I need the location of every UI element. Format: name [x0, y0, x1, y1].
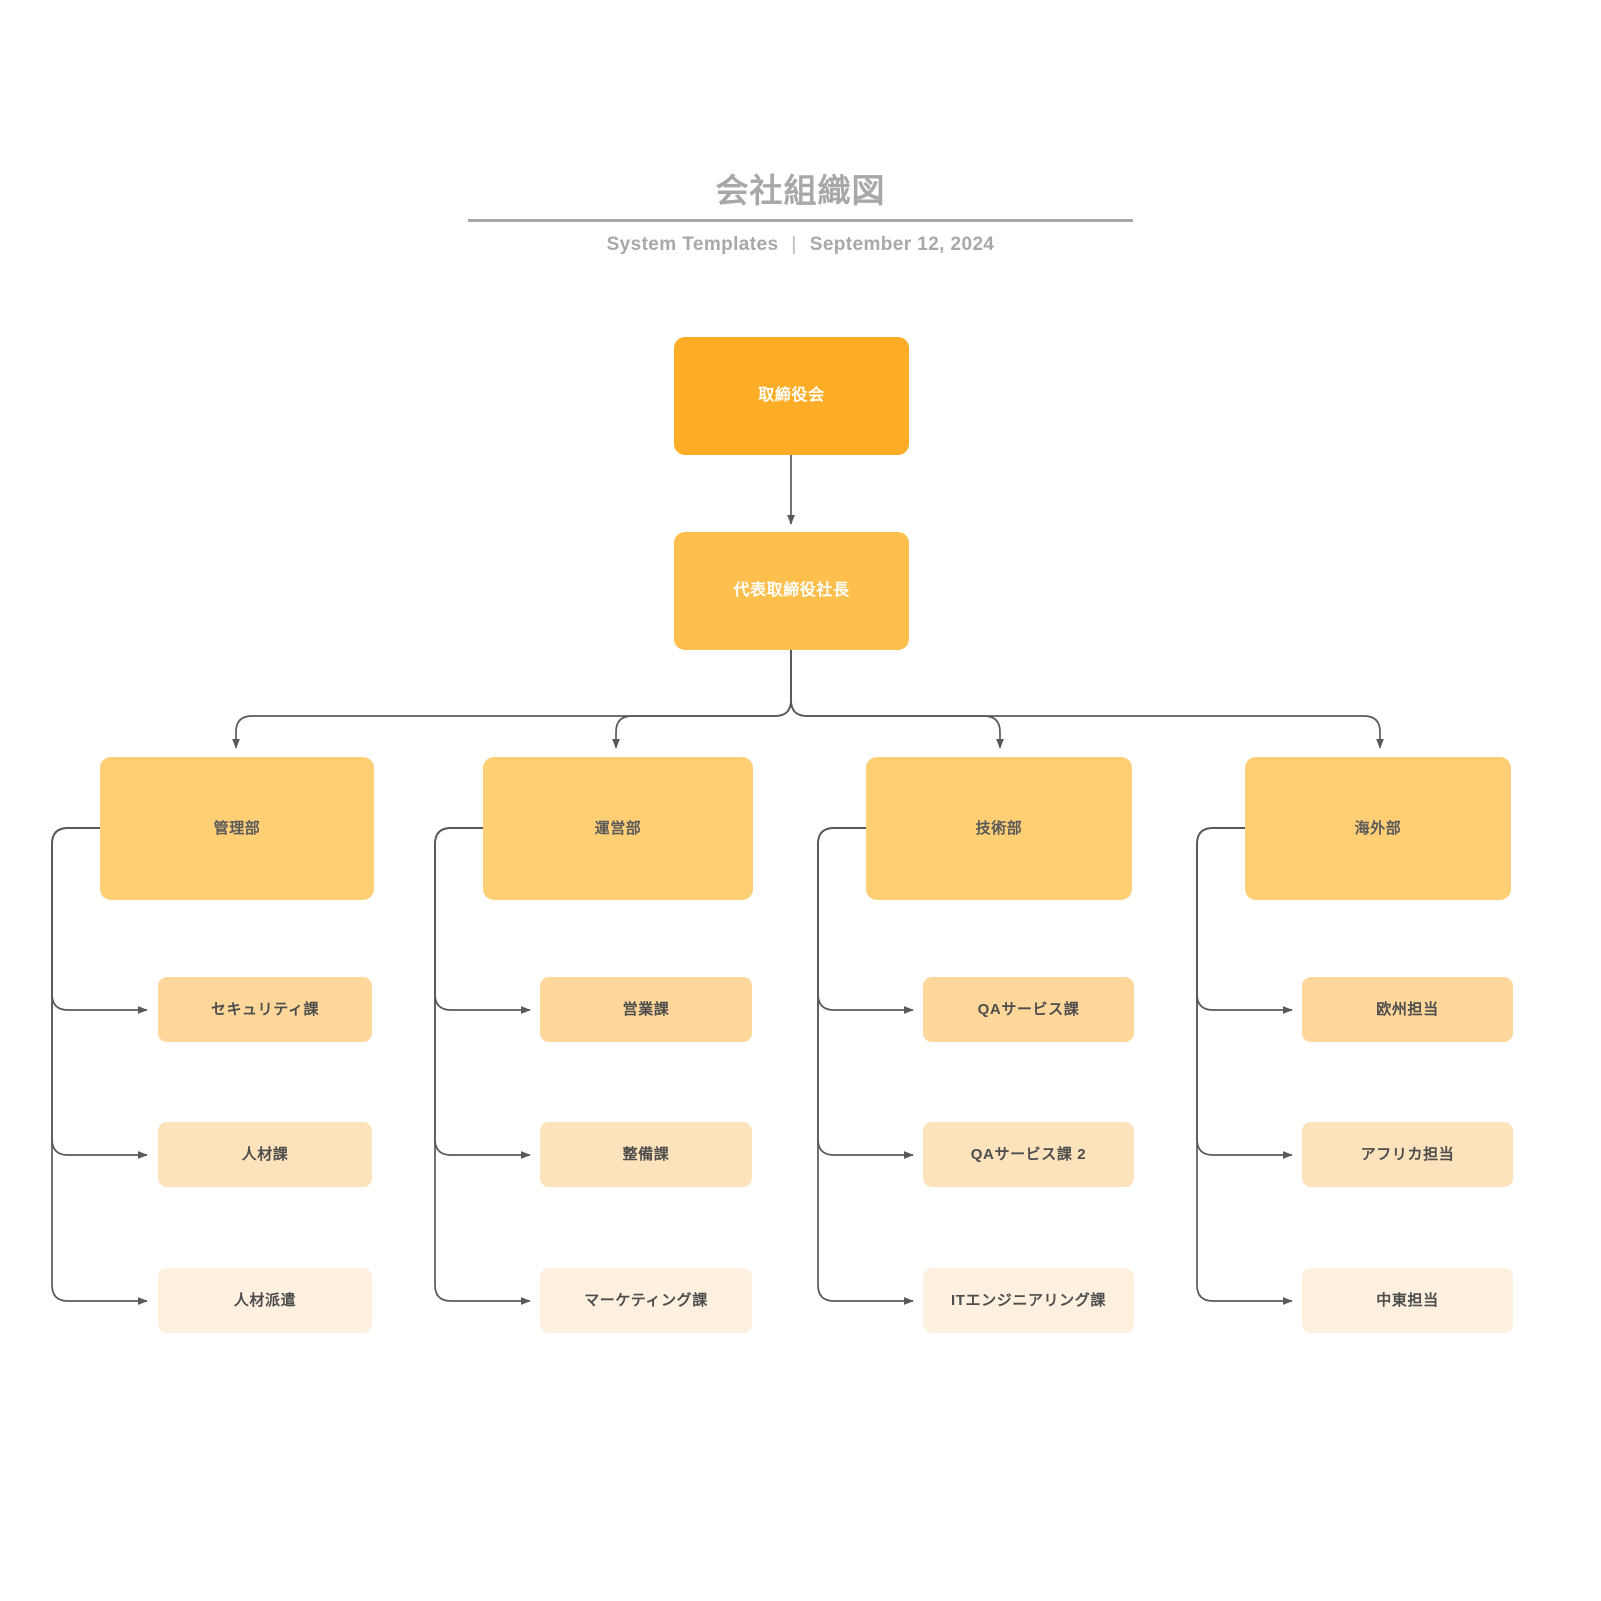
document-header: 会社組織図 System Templates | September 12, 202… — [0, 170, 1601, 257]
edge-exec-to-dept-1 — [232, 650, 792, 749]
node-department-1-child-1[interactable]: セキュリティ課 — [158, 977, 372, 1042]
edge-exec-to-dept-3 — [790, 650, 1004, 749]
node-label: マーケティング課 — [584, 1291, 708, 1309]
node-label: アフリカ担当 — [1360, 1145, 1455, 1163]
node-board-of-directors[interactable]: 取締役会 — [674, 337, 909, 455]
node-label: 中東担当 — [1376, 1291, 1439, 1309]
node-label: QAサービス課 — [977, 1000, 1080, 1018]
node-president-ceo[interactable]: 代表取締役社長 — [674, 532, 909, 650]
node-department-3-child-2[interactable]: QAサービス課 2 — [923, 1122, 1134, 1187]
node-department-2-child-1[interactable]: 営業課 — [540, 977, 752, 1042]
subtitle: System Templates | September 12, 2024 — [0, 233, 1601, 257]
node-label: 人材課 — [241, 1145, 289, 1163]
node-department-4[interactable]: 海外部 — [1245, 757, 1511, 900]
node-department-1[interactable]: 管理部 — [100, 757, 374, 900]
node-label: 欧州担当 — [1376, 1000, 1439, 1018]
node-department-2[interactable]: 運営部 — [483, 757, 753, 900]
edge-exec-to-dept-2 — [612, 650, 792, 749]
node-label: 取締役会 — [758, 387, 825, 404]
node-department-3-child-1[interactable]: QAサービス課 — [923, 977, 1134, 1042]
node-label: 営業課 — [622, 1000, 670, 1018]
node-department-4-child-3[interactable]: 中東担当 — [1302, 1268, 1513, 1333]
node-department-3-child-3[interactable]: ITエンジニアリング課 — [923, 1268, 1134, 1333]
edge-exec-to-dept-4 — [790, 650, 1384, 749]
node-label: 管理部 — [213, 819, 261, 837]
node-department-4-child-1[interactable]: 欧州担当 — [1302, 977, 1513, 1042]
node-label: ITエンジニアリング課 — [951, 1291, 1106, 1309]
node-label: セキュリティ課 — [210, 1000, 320, 1018]
node-department-4-child-2[interactable]: アフリカ担当 — [1302, 1122, 1513, 1187]
subtitle-source: System Templates — [606, 234, 779, 255]
node-label: 代表取締役社長 — [733, 582, 850, 599]
title-divider — [468, 219, 1133, 222]
node-label: 海外部 — [1354, 819, 1402, 837]
node-label: 人材派遣 — [233, 1291, 297, 1309]
node-department-2-child-3[interactable]: マーケティング課 — [540, 1268, 752, 1333]
page-title: 会社組織図 — [715, 172, 886, 209]
node-label: QAサービス課 2 — [970, 1145, 1087, 1163]
node-label: 技術部 — [975, 819, 1023, 837]
node-department-1-child-3[interactable]: 人材派遣 — [158, 1268, 372, 1333]
node-department-2-child-2[interactable]: 整備課 — [540, 1122, 752, 1187]
node-department-3[interactable]: 技術部 — [866, 757, 1132, 900]
node-label: 整備課 — [622, 1145, 670, 1163]
node-department-1-child-2[interactable]: 人材課 — [158, 1122, 372, 1187]
subtitle-date: September 12, 2024 — [809, 234, 995, 255]
subtitle-separator: | — [791, 234, 797, 255]
node-label: 運営部 — [594, 819, 642, 837]
